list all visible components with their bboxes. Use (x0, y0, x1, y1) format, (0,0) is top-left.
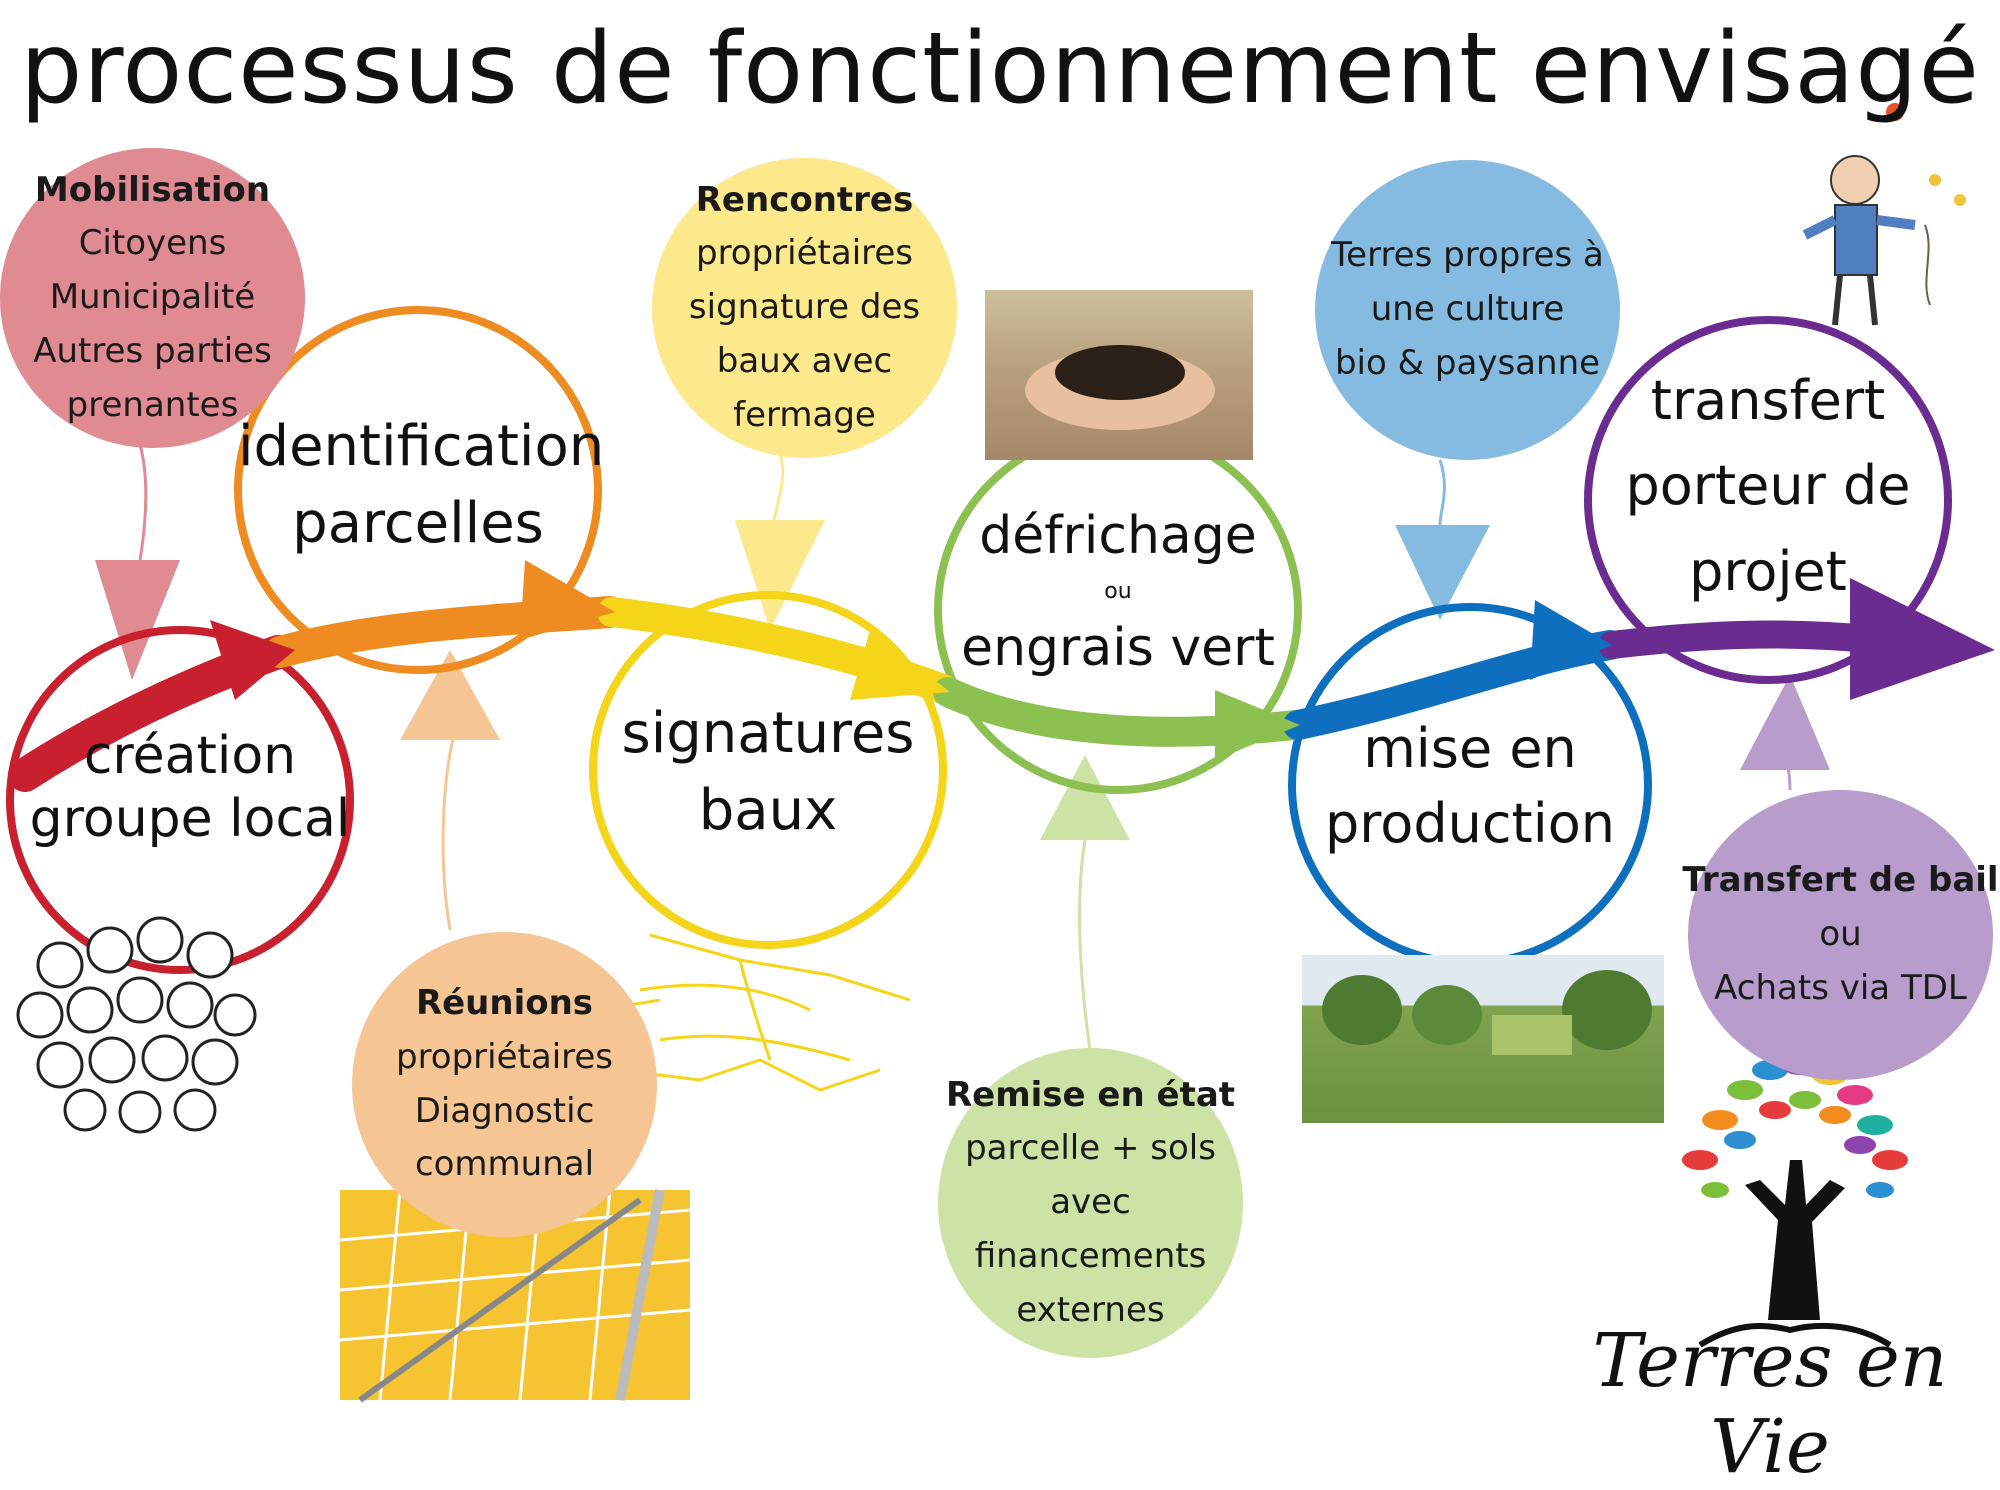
tree-leaves (1682, 1055, 1908, 1198)
bubble-remise-line-1: parcelle + sols (965, 1128, 1216, 1169)
bubble-mobilisation-line-1: Citoyens (78, 223, 227, 264)
bubble-rencontres-line-4: fermage (733, 394, 876, 435)
bubble-remise-line-4: externes (1016, 1289, 1165, 1330)
step-production-line-1: mise en (1363, 717, 1577, 780)
step-defrichage-line-2: ou (1104, 579, 1132, 605)
arrowhead-terres (1395, 525, 1490, 620)
bubble-remise-line-3: financements (974, 1235, 1207, 1276)
bubble-rencontres: Rencontres propriétaires signature des b… (652, 158, 957, 458)
crowd-illustration (16, 916, 257, 1134)
step-identification-line-1: identification (238, 414, 605, 479)
arrowheads (95, 520, 1830, 840)
bubble-reunions: Réunions propriétaires Diagnostic commun… (352, 932, 657, 1237)
ring-creation (6, 626, 354, 974)
bubble-rencontres-heading: Rencontres (695, 179, 914, 220)
bubble-reunions-line-2: Diagnostic (414, 1090, 595, 1131)
ring-identification (234, 306, 602, 674)
step-production-line-2: production (1325, 791, 1615, 855)
step-transfert-line-2: porteur de (1625, 454, 1911, 518)
bubble-bail: Transfert de bail ou Achats via TDL (1682, 790, 1999, 1080)
step-transfert-line-1: transfert (1650, 369, 1886, 432)
bubble-reunions-line-1: propriétaires (395, 1036, 613, 1077)
bubble-mobilisation-line-2: Municipalité (49, 277, 256, 318)
step-identification-line-2: parcelles (292, 491, 544, 557)
bubble-bail-line-1: ou (1819, 914, 1862, 955)
step-transfert-line-3: projet (1689, 539, 1847, 603)
bubble-bail-heading: Transfert de bail (1682, 860, 1999, 901)
bubble-terres-line-3: bio & paysanne (1334, 342, 1601, 383)
connector-terres (1438, 459, 1446, 526)
step-rings (6, 306, 1952, 974)
step-identification: identification parcelles (238, 408, 605, 563)
main-arrow-heads (210, 560, 1995, 760)
diagram-artwork (6, 103, 1995, 1403)
connector-mobilisation (138, 444, 148, 561)
ring-transfert (1584, 316, 1952, 684)
step-defrichage-line-1: défrichage (979, 506, 1257, 566)
cadastre-map (339, 1189, 691, 1403)
bubble-terres-line-1: Terres propres à (1331, 235, 1604, 276)
connector-remise (1078, 839, 1092, 1051)
handshake-illustration (599, 933, 911, 1092)
arrowhead-reunions (400, 650, 500, 740)
brand-wordmark: Terres en Vie (1592, 1318, 1948, 1490)
process-diagram: processus de fonctionnement envisagé cré… (0, 12, 1999, 1490)
arrowhead-bail (1740, 675, 1830, 770)
bubble-remise-line-2: avec (1050, 1182, 1131, 1223)
step-signatures-line-2: baux (698, 778, 838, 844)
bubble-mobilisation: Mobilisation Citoyens Municipalité Autre… (0, 148, 305, 448)
bubble-reunions-line-3: communal (414, 1144, 595, 1185)
bubble-rencontres-line-1: propriétaires (695, 233, 913, 274)
step-production: mise en production (1300, 712, 1640, 861)
arrowhead-mobilisation (95, 560, 180, 680)
bubble-mobilisation-heading: Mobilisation (34, 169, 271, 210)
bubble-terres: Terres propres à une culture bio & paysa… (1315, 160, 1620, 460)
orchard-photo (1302, 955, 1664, 1123)
bubble-remise-heading: Remise en état (945, 1074, 1236, 1115)
step-creation: création groupe local (20, 725, 360, 852)
step-defrichage-line-3: engrais vert (961, 617, 1275, 678)
step-signatures: signatures baux (598, 695, 938, 850)
step-creation-line-1: création (83, 726, 297, 786)
connector-reunions (441, 729, 457, 931)
bubble-bail-line-2: Achats via TDL (1714, 967, 1967, 1008)
step-transfert: transfert porteur de projet (1598, 358, 1938, 614)
bubble-mobilisation-line-4: prenantes (66, 384, 239, 425)
bubble-reunions-heading: Réunions (415, 983, 594, 1024)
bubble-mobilisation-line-3: Autres parties (33, 330, 272, 371)
bubble-remise: Remise en état parcelle + sols avec fina… (938, 1048, 1243, 1358)
page-title: processus de fonctionnement envisagé (20, 12, 1980, 126)
ring-signatures (589, 591, 947, 949)
step-signatures-line-1: signatures (621, 701, 915, 766)
arrow-segment-purple (1598, 620, 1894, 659)
bubble-rencontres-line-3: baux avec (716, 340, 893, 381)
step-defrichage: défrichage ou engrais vert (948, 505, 1288, 680)
arrowhead-remise (1040, 755, 1130, 840)
bubble-rencontres-line-2: signature des (688, 287, 921, 328)
soil-hands-photo (985, 290, 1253, 460)
step-creation-line-2: groupe local (29, 789, 351, 850)
tree-logo (1682, 1055, 1908, 1348)
farmer-illustration (1802, 103, 1966, 326)
arrowhead-rencontres (735, 520, 825, 630)
bubble-terres-line-2: une culture (1370, 289, 1565, 330)
